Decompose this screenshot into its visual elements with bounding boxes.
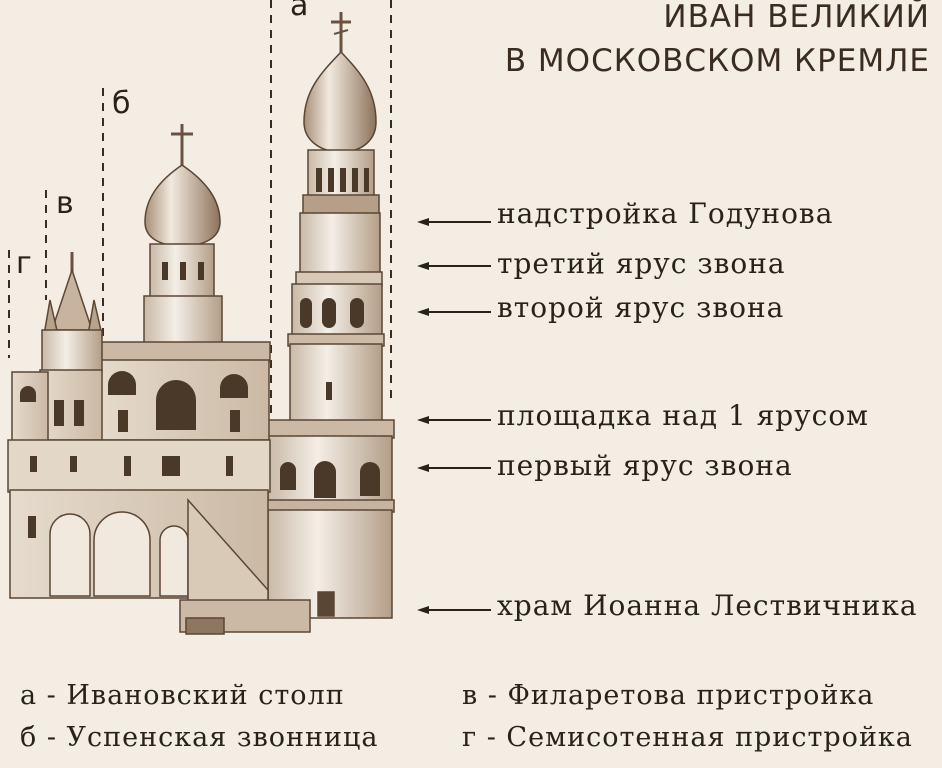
diagram-title-line-2: В МОСКОВСКОМ КРЕМЛЕ [504,43,930,79]
semisotennaya-annex [7,371,311,635]
assumption-belfry [94,124,271,441]
legend-item-v: в - Филаретова пристройка [462,680,875,711]
callout-church-john-climacus: храм Иоанна Лествичника [415,588,918,622]
filaret-annex [39,252,103,441]
callout-label: второй ярус звона [497,290,785,324]
marker-a: а [290,0,309,23]
callout-second-tier: второй ярус звона [415,290,784,324]
callout-label: третий ярус звона [497,246,786,280]
callout-third-tier: третий ярус звона [415,246,786,280]
arrow-left-icon [417,416,491,424]
callout-first-tier: первый ярус звона [415,448,793,482]
callout-label: первый ярус звона [497,448,793,482]
marker-g: г [16,246,32,281]
arrow-left-icon [417,262,491,270]
callout-label: надстройка Годунова [497,196,834,230]
callout-godunov-superstructure: надстройка Годунова [415,196,833,230]
callout-label: площадка над 1 ярусом [497,398,869,432]
legend-item-g: г - Семисотенная пристройка [462,722,913,753]
dashed-guide-lines [8,0,392,425]
ivan-pillar [265,12,395,619]
arrow-left-icon [417,308,491,316]
arrow-left-icon [417,606,491,614]
callout-platform-above-first-tier: площадка над 1 ярусом [415,398,869,432]
callout-label: храм Иоанна Лествичника [497,588,918,622]
marker-b: б [112,86,131,121]
arrow-left-icon [417,218,491,226]
arrow-left-icon [417,464,491,472]
diagram-title-line-1: ИВАН ВЕЛИКИЙ [663,0,930,35]
marker-v: в [56,186,74,221]
legend-item-a: а - Ивановский столп [20,680,345,711]
legend-item-b: б - Успенская звонница [20,722,379,753]
